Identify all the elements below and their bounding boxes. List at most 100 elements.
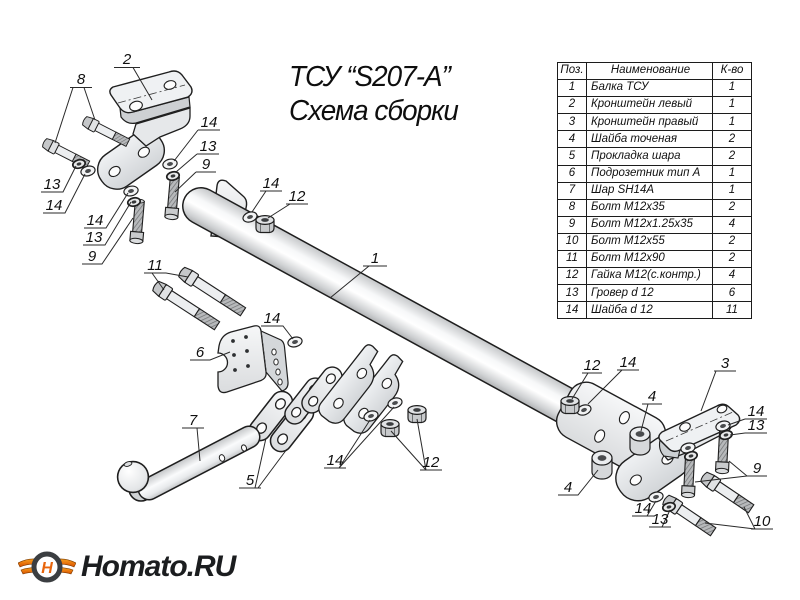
cell-qty: 4 — [712, 215, 752, 234]
callout-label: 6 — [196, 344, 205, 361]
cell-name: Балка ТСУ — [586, 79, 713, 98]
cell-pos: 2 — [557, 96, 587, 115]
callout-label: 1 — [371, 250, 379, 267]
cell-qty: 1 — [712, 113, 752, 132]
title-line1: ТСУ “S207-A” — [289, 61, 451, 93]
leader-lines — [41, 67, 773, 530]
cell-pos: 11 — [557, 250, 587, 269]
callout-label: 13 — [86, 229, 103, 246]
col-header-pos: Поз. — [557, 61, 587, 81]
cell-name: Подрозетник тип А — [586, 164, 713, 183]
cell-pos: 9 — [557, 215, 587, 234]
callout-label: 14 — [264, 310, 281, 327]
left-bracket-part — [96, 70, 193, 190]
callout-label: 14 — [46, 197, 63, 214]
callout-label: 14 — [201, 114, 218, 131]
callout-label: 14 — [87, 212, 104, 229]
cell-qty: 4 — [712, 267, 752, 286]
callout-label: 12 — [584, 357, 601, 374]
cell-qty: 1 — [712, 164, 752, 183]
cell-qty: 1 — [712, 181, 752, 200]
callout-label: 10 — [754, 513, 771, 530]
cell-name: Болт М12х55 — [586, 232, 713, 252]
callout-label: 2 — [122, 51, 132, 68]
col-header-qty: К-во — [712, 61, 752, 81]
brand-logo: H Homato.RU — [18, 541, 236, 593]
bolt-part — [660, 492, 718, 539]
cell-qty: 1 — [712, 79, 752, 98]
cell-qty: 6 — [712, 284, 752, 303]
svg-text:H: H — [41, 560, 53, 577]
drawing-title: ТСУ “S207-A” Схема сборки — [289, 60, 459, 128]
callout-label: 13 — [652, 511, 669, 528]
cell-name: Болт М12х90 — [586, 250, 713, 269]
stud-bolt-part — [164, 174, 183, 221]
callout-label: 8 — [77, 71, 86, 88]
nut-part — [560, 396, 580, 415]
callout-label: 5 — [246, 472, 255, 489]
callout-label: 4 — [648, 388, 656, 405]
spacer-part — [591, 450, 613, 480]
callout-label: 14 — [635, 500, 652, 517]
cell-name: Гровер d 12 — [586, 284, 713, 303]
callout-label: 13 — [200, 138, 217, 155]
cell-name: Шар SH14A — [586, 181, 713, 200]
cell-name: Болт М12х1.25х35 — [586, 215, 713, 234]
cell-name: Кронштейн правый — [586, 113, 713, 132]
cell-pos: 4 — [557, 130, 587, 149]
cell-pos: 14 — [557, 301, 587, 320]
washer-part — [286, 334, 304, 350]
callout-label: 12 — [289, 188, 306, 205]
cell-pos: 6 — [557, 164, 587, 183]
cell-name: Кронштейн левый — [586, 96, 713, 115]
parts-table-header-row: Поз. Наименование К-во — [557, 61, 752, 81]
callout-label: 4 — [564, 479, 572, 496]
cell-pos: 7 — [557, 181, 587, 200]
callout-label: 3 — [721, 355, 730, 372]
cell-qty: 2 — [712, 198, 752, 217]
callout-label: 12 — [423, 454, 440, 471]
spacer-part — [629, 426, 651, 456]
callout-label: 14 — [620, 354, 637, 371]
cell-name: Прокладка шара — [586, 147, 713, 166]
callout-label: 14 — [327, 452, 344, 469]
nut-part — [255, 215, 275, 234]
cell-qty: 1 — [712, 96, 752, 115]
callout-label: 9 — [88, 248, 97, 265]
cell-qty: 2 — [712, 147, 752, 166]
beam-part — [182, 187, 618, 443]
cell-name: Болт М12х35 — [586, 198, 713, 217]
cell-name: Шайба d 12 — [586, 301, 713, 320]
socket-plate-part — [217, 325, 289, 394]
cell-pos: 5 — [557, 147, 587, 166]
cell-qty: 2 — [712, 232, 752, 252]
callout-label: 11 — [147, 257, 163, 274]
title-line2: Схема сборки — [289, 95, 459, 127]
cell-pos: 3 — [557, 113, 587, 132]
cell-pos: 10 — [557, 232, 587, 252]
nut-part — [380, 419, 400, 438]
cell-qty: 2 — [712, 130, 752, 149]
callout-label: 7 — [189, 412, 198, 429]
cell-pos: 8 — [557, 198, 587, 217]
callout-label: 9 — [753, 460, 762, 477]
callout-label: 13 — [44, 176, 61, 193]
cell-name: Гайка М12(с.контр.) — [586, 267, 713, 286]
cell-pos: 13 — [557, 284, 587, 303]
winged-wheel-logo-icon: H — [18, 551, 76, 583]
cell-pos: 1 — [557, 79, 587, 98]
